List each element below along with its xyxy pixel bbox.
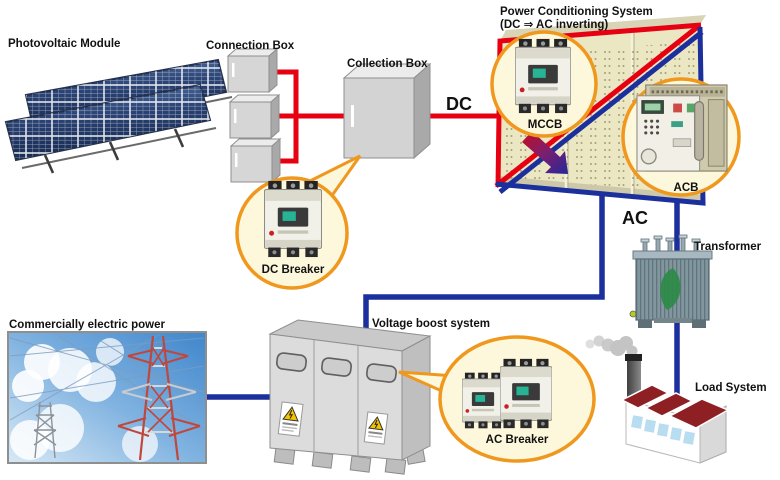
acb-breaker-image (635, 84, 728, 173)
transformer-illustration (629, 234, 713, 328)
power-wires (9, 333, 205, 431)
voltage-boost-label: Voltage boost system (372, 318, 490, 330)
dc-breaker-callout: DC Breaker (235, 154, 362, 290)
ac-breaker-label: AC Breaker (486, 434, 549, 446)
commercial-power-photo (7, 331, 207, 464)
mccb-label: MCCB (528, 119, 563, 131)
connection-box-3 (229, 137, 282, 184)
factory-windows (631, 415, 695, 445)
ac-breaker-image-large (500, 358, 552, 429)
transmission-tower-main (117, 335, 201, 461)
mccb-breaker-image (515, 38, 571, 114)
dc-breaker-image (264, 180, 322, 258)
acb-label: ACB (674, 182, 699, 194)
load-system-illustration (585, 335, 730, 464)
cabinet-side-face (401, 335, 431, 461)
ac-breaker-callout: AC Breaker (398, 335, 596, 463)
dc-to-ac-arrow-icon (522, 131, 568, 174)
warning-sticker-2 (363, 411, 389, 445)
transformer-bushings (640, 234, 701, 253)
smoke-icon (585, 335, 638, 357)
connection-box-label: Connection Box (206, 40, 295, 52)
commercial-power-label: Commercially electric power (9, 319, 165, 331)
clouds (10, 338, 158, 462)
acb-callout: ACB (621, 77, 741, 197)
voltage-boost-cabinet (268, 319, 432, 475)
leaf-logo-icon (660, 268, 681, 310)
pcs-title-label: Power Conditioning System (500, 6, 653, 18)
pv-array-front (4, 83, 217, 174)
cabinet-vents (276, 352, 397, 383)
connection-boxes (226, 47, 282, 184)
factory-roofs (620, 384, 730, 429)
load-system-label: Load System (695, 382, 767, 394)
ac-label: AC (622, 208, 648, 228)
connection-box-1 (226, 47, 279, 94)
ac-line-panel-to-booster (363, 186, 605, 334)
photovoltaic-module-label: Photovoltaic Module (8, 38, 120, 50)
dc-label: DC (446, 94, 472, 114)
dc-breaker-label: DC Breaker (262, 264, 325, 276)
photovoltaic-module-illustration (4, 58, 233, 174)
mccb-callout: MCCB (490, 30, 598, 138)
collection-box-label: Collection Box (347, 58, 428, 70)
transmission-tower-small (33, 401, 57, 459)
pcs-subtitle-label: (DC ⇒ AC inverting) (500, 19, 608, 31)
collection-box-illustration (342, 62, 432, 160)
connection-box-2 (228, 93, 281, 140)
ac-breaker-image-small (462, 372, 504, 429)
panel-border-dc (494, 22, 702, 188)
warning-sticker-1 (277, 401, 304, 437)
transformer-label: Transformer (694, 241, 762, 253)
